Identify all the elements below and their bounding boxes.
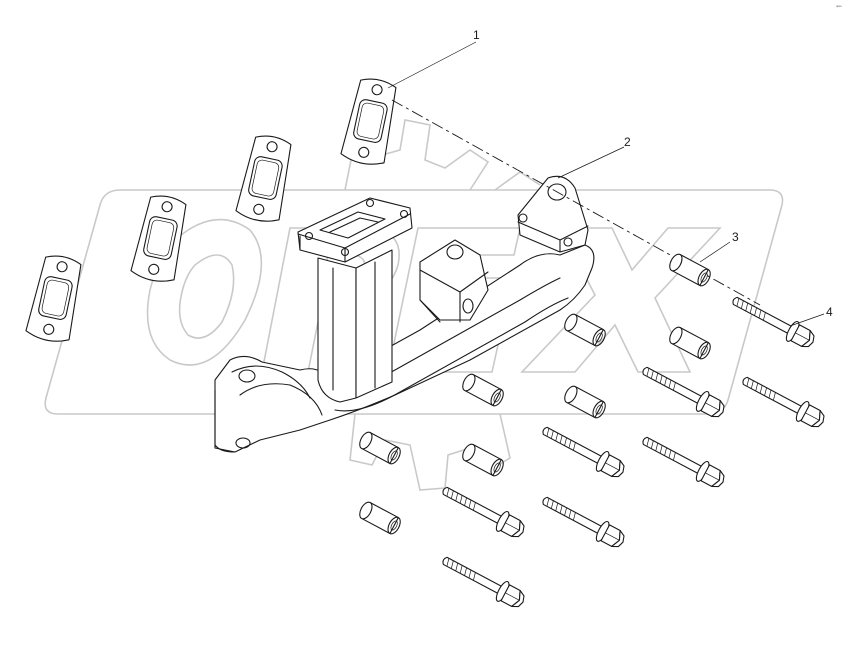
spacer-sleeve	[359, 431, 401, 465]
spacer-sleeve	[669, 326, 711, 360]
hex-flange-bolt	[542, 496, 625, 548]
callout-4-label: 4	[826, 305, 833, 319]
gasket-1	[340, 78, 397, 165]
hex-flange-bolt	[542, 426, 625, 478]
spacer-sleeve	[564, 385, 606, 419]
callout-2: 2	[557, 135, 631, 179]
callout-1: 1	[387, 28, 480, 89]
callout-3: 3	[699, 230, 739, 263]
spacer-sleeve	[564, 313, 606, 347]
corner-code: ᵒᵖᵉˣ	[836, 4, 843, 9]
gasket-4	[25, 255, 82, 342]
exhaust-manifold	[214, 175, 595, 453]
callout-2-label: 2	[624, 135, 631, 149]
callout-1-label: 1	[473, 28, 480, 42]
hex-flange-bolt	[442, 486, 525, 538]
spacer-sleeve	[462, 373, 504, 407]
spacer-sleeve	[669, 253, 711, 287]
hex-flange-bolt	[442, 556, 525, 608]
opex-watermark	[44, 119, 784, 491]
gasket-3	[130, 195, 187, 282]
callout-3-label: 3	[732, 230, 739, 244]
hex-flange-bolt	[732, 296, 815, 348]
callout-4: 4	[789, 305, 833, 327]
hex-flange-bolt	[642, 436, 725, 488]
spacer-sleeve	[462, 443, 504, 477]
gasket-2	[235, 135, 292, 222]
hex-flange-bolt	[642, 366, 725, 418]
spacer-sleeve	[359, 501, 401, 535]
hex-flange-bolt	[742, 376, 825, 428]
